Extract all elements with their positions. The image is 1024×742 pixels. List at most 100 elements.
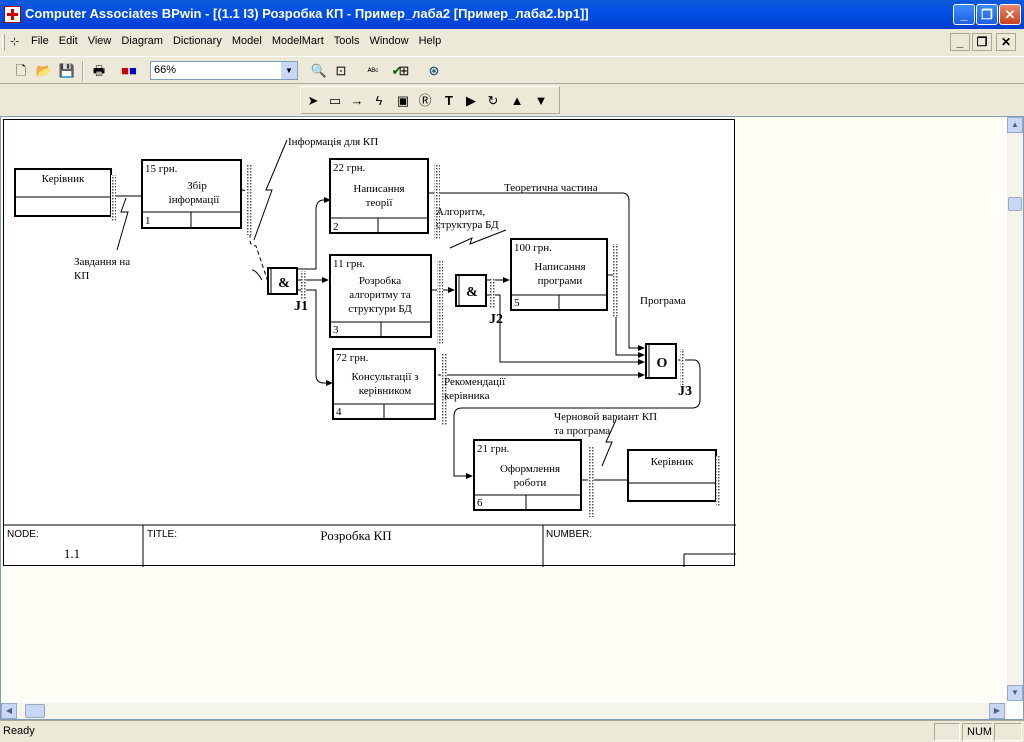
- document-icon[interactable]: ⊹: [10, 36, 20, 48]
- box-label: Консультації з: [352, 371, 419, 383]
- box-label: програми: [538, 275, 583, 287]
- box-label: Написання: [534, 261, 585, 273]
- close-button[interactable]: ✕: [999, 4, 1021, 25]
- move-down-icon[interactable]: ▼: [534, 93, 548, 108]
- zoom-in-icon[interactable]: 🔍: [310, 63, 328, 78]
- menu-model[interactable]: Model: [231, 35, 262, 47]
- number-label: NUMBER:: [546, 529, 592, 540]
- check-model-icon[interactable]: ✔: [391, 63, 403, 78]
- arrow-label: та програма: [554, 425, 610, 437]
- box-label: теорії: [366, 197, 394, 209]
- box-cost: 22 грн.: [333, 162, 366, 174]
- junction-id: J2: [489, 312, 503, 327]
- menu-diagram[interactable]: Diagram: [121, 35, 163, 47]
- arrow-label: Алгоритм,: [436, 206, 485, 218]
- drawing-toolbar: ➤ ▭ → ϟ ▣ Ⓡ T ▶ ↻ ▲ ▼: [300, 86, 560, 114]
- horizontal-scrollbar[interactable]: ◀ ▶: [1, 703, 1007, 719]
- arrow-tool-icon[interactable]: →: [350, 93, 364, 108]
- menu-file[interactable]: File: [31, 35, 49, 47]
- scroll-down-icon[interactable]: ▼: [1007, 685, 1023, 701]
- external-керівник-2: [627, 449, 721, 506]
- zoom-fit-icon[interactable]: ⊡: [335, 63, 347, 78]
- menu-edit[interactable]: Edit: [58, 35, 78, 47]
- move-up-icon[interactable]: ▲: [510, 93, 524, 108]
- text-block-tool-icon[interactable]: ▣: [396, 93, 410, 108]
- junction-id: J1: [294, 299, 308, 314]
- save-icon[interactable]: 💾: [58, 63, 76, 78]
- box-label: Оформлення: [500, 463, 560, 475]
- box-label: Розробка: [359, 275, 401, 287]
- zoom-select[interactable]: 66% ▼: [150, 61, 298, 80]
- arrow-label: Теоретична частина: [504, 182, 598, 194]
- arrow-label: Черновой вариант КП: [554, 411, 657, 423]
- new-file-icon[interactable]: 🗋: [15, 63, 27, 78]
- horizontal-scroll-thumb[interactable]: [25, 704, 45, 718]
- diagram-footer: [4, 524, 736, 567]
- modelmart-icon[interactable]: ⊛: [428, 63, 440, 78]
- scroll-left-icon[interactable]: ◀: [1, 703, 17, 719]
- external-керівник-1: [14, 168, 116, 221]
- menu-tools[interactable]: Tools: [333, 35, 360, 47]
- chevron-down-icon[interactable]: ▼: [281, 62, 297, 79]
- box-number: 6: [477, 497, 483, 509]
- referent-tool-icon[interactable]: Ⓡ: [418, 93, 432, 108]
- app-icon[interactable]: [4, 6, 21, 23]
- minimize-button[interactable]: _: [953, 4, 975, 25]
- num-lock-indicator: NUM: [962, 723, 992, 741]
- print-icon[interactable]: 🖶: [92, 63, 106, 78]
- arrow-label: Інформація для КП: [288, 136, 378, 148]
- activity-box-tool-icon[interactable]: ▭: [328, 93, 342, 108]
- external-label: Керівник: [651, 456, 694, 468]
- doc-close-button[interactable]: ✕: [996, 33, 1016, 51]
- box-label: керівником: [359, 385, 412, 397]
- scroll-right-icon[interactable]: ▶: [989, 703, 1005, 719]
- status-bar: Ready NUM: [0, 720, 1024, 742]
- box-label: Написання: [353, 183, 404, 195]
- menu-modelmart[interactable]: ModelMart: [271, 35, 324, 47]
- junction-symbol: O: [657, 356, 668, 371]
- box-cost: 11 грн.: [333, 258, 365, 270]
- go-to-child-icon[interactable]: ▶: [466, 93, 476, 108]
- junction-symbol: &: [278, 276, 290, 291]
- standard-toolbar: 🗋 📂 💾 🖶 ■■ 66% ▼ 🔍 ⊡ ᴬᴮᶜ ✔ ⊞ ⊛: [0, 56, 1024, 84]
- activity-box-3: [329, 254, 443, 345]
- box-label: інформації: [169, 194, 221, 206]
- box-cost: 15 грн.: [145, 163, 178, 175]
- menu-help[interactable]: Help: [418, 35, 442, 47]
- activity-box-5: [510, 238, 619, 317]
- doc-minimize-button[interactable]: _: [950, 33, 970, 51]
- doc-restore-button[interactable]: ❐: [972, 33, 992, 51]
- squiggle-tool-icon[interactable]: ϟ: [375, 93, 383, 108]
- spell-check-icon[interactable]: ᴬᴮᶜ: [367, 66, 379, 76]
- scroll-up-icon[interactable]: ▲: [1007, 117, 1023, 133]
- box-number: 4: [336, 406, 342, 418]
- zoom-value: 66%: [154, 64, 177, 76]
- junction-j1: [267, 267, 306, 299]
- menu-dictionary[interactable]: Dictionary: [172, 35, 222, 47]
- activity-box-1: [141, 159, 253, 235]
- arrow-label: структура БД: [436, 219, 499, 231]
- window-title: Computer Associates BPwin - [(1.1 I3) Ро…: [25, 6, 589, 21]
- model-explorer-icon[interactable]: ⊞: [398, 63, 410, 78]
- arrow-label: керівника: [444, 390, 490, 402]
- box-number: 1: [145, 215, 151, 227]
- color-palette-icon[interactable]: ■■: [121, 63, 137, 78]
- menu-view[interactable]: View: [87, 35, 112, 47]
- text-tool-icon[interactable]: T: [445, 93, 453, 108]
- model-canvas[interactable]: Керівник Керівник 15 грн. Збір інформаці…: [0, 116, 1024, 720]
- restore-button[interactable]: ❐: [976, 4, 998, 25]
- vertical-scrollbar[interactable]: ▲ ▼: [1007, 117, 1023, 701]
- arrow-label: КП: [74, 270, 89, 282]
- title-bar: Computer Associates BPwin - [(1.1 I3) Ро…: [0, 0, 1024, 29]
- box-cost: 72 грн.: [336, 352, 369, 364]
- pointer-tool-icon[interactable]: ➤: [307, 93, 319, 108]
- vertical-scroll-thumb[interactable]: [1008, 197, 1022, 211]
- box-label: роботи: [514, 477, 547, 489]
- idef0-diagram[interactable]: Керівник Керівник 15 грн. Збір інформаці…: [3, 119, 736, 567]
- menu-bar: ⊹ File Edit View Diagram Dictionary Mode…: [0, 30, 1024, 54]
- menu-window[interactable]: Window: [369, 35, 409, 47]
- status-pane-empty: [934, 723, 960, 741]
- go-to-parent-icon[interactable]: ↻: [487, 93, 499, 108]
- open-folder-icon[interactable]: 📂: [35, 63, 53, 78]
